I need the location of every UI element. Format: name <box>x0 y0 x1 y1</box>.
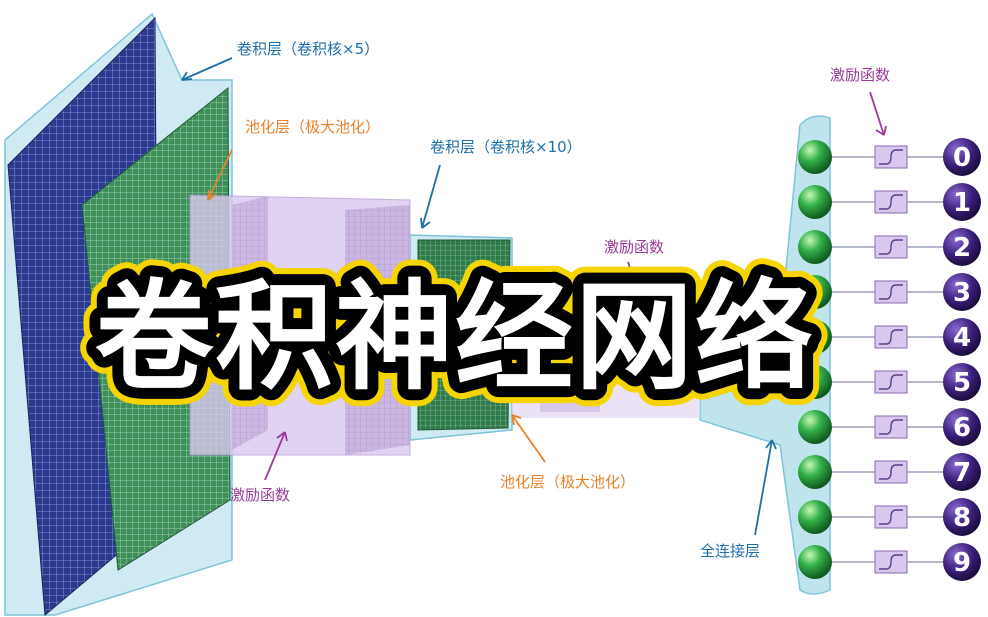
fc-row: 7 <box>798 453 981 491</box>
sigmoid-curve-icon <box>879 149 903 165</box>
label-fc: 全连接层 <box>700 542 760 560</box>
output-digit: 4 <box>953 323 971 353</box>
relu-grid-back <box>345 205 410 455</box>
fc-node <box>798 545 832 579</box>
sigmoid-curve-icon <box>879 464 903 480</box>
output-digit: 0 <box>953 143 971 173</box>
output-node <box>943 138 981 176</box>
pool-layer-2 <box>540 296 600 412</box>
fc-node <box>798 500 832 534</box>
sigmoid-curve-icon <box>879 194 903 210</box>
arrow-pool1 <box>207 149 233 201</box>
label-conv2: 卷积层（卷积核×10） <box>430 138 582 156</box>
fc-node <box>798 230 832 264</box>
fc-row: 2 <box>798 228 981 266</box>
arrow-act-mid <box>627 261 641 299</box>
label-conv1: 卷积层（卷积核×5） <box>237 40 379 58</box>
arrow-fc <box>754 439 773 536</box>
arrow-act-bottom <box>264 431 286 481</box>
fc-row: 4 <box>798 318 981 356</box>
title-glow: 卷积神经网络 <box>95 268 815 406</box>
sigmoid-curve-icon <box>879 419 903 435</box>
fc-node <box>798 275 832 309</box>
fc-node <box>798 365 832 399</box>
connector-fc <box>699 115 831 595</box>
output-node <box>943 408 981 446</box>
output-node <box>943 498 981 536</box>
output-digit: 7 <box>953 458 971 488</box>
output-digit: 8 <box>953 503 971 533</box>
fc-row: 3 <box>798 273 981 311</box>
output-node <box>943 543 981 581</box>
sigmoid-curve-icon <box>879 554 903 570</box>
output-digit: 5 <box>953 368 971 398</box>
sigmoid-curve-icon <box>879 374 903 390</box>
fc-row: 6 <box>798 408 981 446</box>
sigmoid-curve-icon <box>879 329 903 345</box>
fc-node <box>798 410 832 444</box>
label-pool1: 池化层（极大池化） <box>245 118 380 136</box>
arrow-conv2 <box>421 164 441 229</box>
output-digit: 9 <box>953 548 971 578</box>
fc-node <box>798 320 832 354</box>
output-node <box>943 228 981 266</box>
fc-rows: 0 1 2 3 4 5 6 7 8 9 <box>798 138 981 581</box>
fc-row: 1 <box>798 183 981 221</box>
output-node <box>943 318 981 356</box>
fc-row: 8 <box>798 498 981 536</box>
sigmoid-curve-icon <box>879 284 903 300</box>
fc-row: 5 <box>798 363 981 401</box>
annotation-arrows <box>181 57 887 536</box>
sigmoid-curve-icon <box>879 509 903 525</box>
page-title: 卷积神经网络 <box>95 268 815 406</box>
output-node <box>943 363 981 401</box>
output-node <box>943 273 981 311</box>
output-digit: 2 <box>953 233 971 263</box>
label-act-top: 激励函数 <box>830 66 890 84</box>
fc-row: 9 <box>798 543 981 581</box>
fc-node <box>798 185 832 219</box>
output-digit: 6 <box>953 413 971 443</box>
fc-node <box>798 140 832 174</box>
label-act-bottom: 激励函数 <box>230 486 290 504</box>
arrow-act-top <box>869 91 885 136</box>
relu-grid-front <box>232 196 268 450</box>
arrow-conv1 <box>181 57 233 81</box>
output-node <box>943 453 981 491</box>
output-digit: 1 <box>953 188 971 218</box>
output-node <box>943 183 981 221</box>
label-act-mid: 激励函数 <box>604 238 664 256</box>
output-digit: 3 <box>953 278 971 308</box>
fc-row: 0 <box>798 138 981 176</box>
conv-layer-2 <box>417 239 511 431</box>
label-pool2: 池化层（极大池化） <box>500 473 635 491</box>
title-outline: 卷积神经网络 <box>95 268 815 406</box>
sigmoid-curve-icon <box>879 239 903 255</box>
fc-node <box>798 455 832 489</box>
arrow-pool2 <box>511 414 546 463</box>
